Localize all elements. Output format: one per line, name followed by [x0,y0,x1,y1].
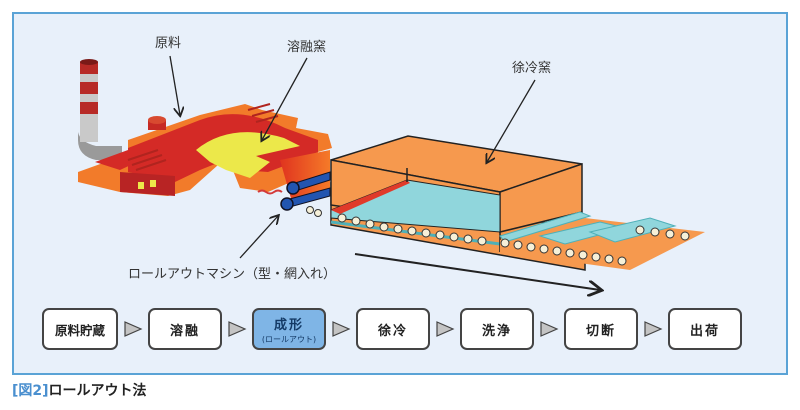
annealing-lehr-label: 徐冷窯 [512,61,552,76]
step-label: 徐冷 [377,323,408,339]
step-label: 成形 [273,317,304,333]
step-cutting: 切断 [564,308,638,350]
flow-direction-arrow [354,253,600,290]
flow-arrow-icon [118,308,148,350]
step-shipping: 出荷 [668,308,742,350]
flow-arrow-icon [222,308,252,350]
process-flow: 原料貯蔵 溶融 成形(ロールアウト) 徐冷 洗浄 切断 出荷 [42,307,742,351]
melting-furnace-label: 溶融窯 [287,40,327,55]
step-label: 原料貯蔵 [54,322,105,338]
exit-conveyor [499,211,705,270]
step-sublabel: (ロールアウト) [261,334,317,344]
step-annealing: 徐冷 [356,308,430,350]
figure-title: ロールアウト法 [48,383,147,399]
step-label: 切断 [585,323,616,339]
step-forming: 成形(ロールアウト) [252,308,326,350]
figure-caption: [図2]ロールアウト法 [12,380,147,400]
step-raw-storage: 原料貯蔵 [42,308,118,350]
flow-arrow-icon [638,308,668,350]
chimney [78,59,122,160]
step-label: 溶融 [169,323,200,339]
raw-material-leader [169,55,180,115]
flow-arrow-icon [430,308,460,350]
rollout-machine-label: ロールアウトマシン（型・網入れ） [128,267,337,282]
melting-furnace-leader [262,57,308,140]
figure-number: [図2] [12,383,49,399]
step-washing: 洗浄 [460,308,534,350]
annealing-lehr-leader [487,79,536,162]
flow-arrow-icon [534,308,564,350]
raw-material-label: 原料 [155,36,182,51]
step-melting: 溶融 [148,308,222,350]
step-label: 出荷 [689,323,720,339]
rollout-machine [257,171,331,217]
rollout-machine-leader [239,216,278,259]
flow-arrow-icon [326,308,356,350]
step-label: 洗浄 [481,323,512,339]
